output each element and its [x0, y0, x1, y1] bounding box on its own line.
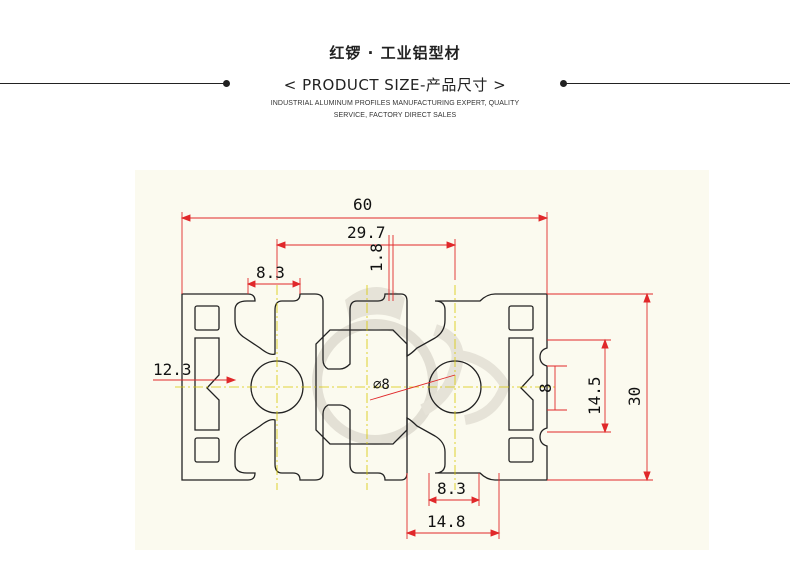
dim-overall-width: 60: [353, 195, 372, 214]
dim-slot-opening-side: 8: [536, 383, 555, 393]
dim-slot-depth: 12.3: [153, 360, 192, 379]
divider-left-dot: [223, 80, 230, 87]
dim-slot-pitch: 29.7: [347, 223, 386, 242]
dimension-lines: [153, 212, 653, 539]
dim-slot-width-bottom: 14.8: [427, 512, 466, 531]
divider-left-line: [0, 83, 226, 84]
watermark-logo: [312, 286, 511, 445]
tagline-line-2: SERVICE, FACTORY DIRECT SALES: [333, 112, 457, 119]
profile-drawing: 60 29.7 1.8 8.3 12.3 ⌀8 8 14.5 30 8.3 14…: [135, 170, 709, 550]
dim-slot-opening-bottom: 8.3: [437, 479, 466, 498]
tagline-line-1: INDUSTRIAL ALUMINUM PROFILES MANUFACTURI…: [270, 100, 520, 107]
dim-slot-opening-top: 8.3: [256, 263, 285, 282]
brand-title: 红锣 · 工业铝型材: [329, 44, 461, 62]
dim-overall-height: 30: [625, 387, 644, 406]
divider-right-line: [563, 83, 790, 84]
center-lines: [175, 285, 555, 490]
dim-center-hole: ⌀8: [373, 377, 390, 393]
dim-slot-width-side: 14.5: [585, 376, 604, 415]
tagline: INDUSTRIAL ALUMINUM PROFILES MANUFACTURI…: [245, 98, 545, 122]
section-title: < PRODUCT SIZE-产品尺寸 >: [283, 76, 507, 94]
dim-wall-thickness: 1.8: [367, 243, 386, 272]
